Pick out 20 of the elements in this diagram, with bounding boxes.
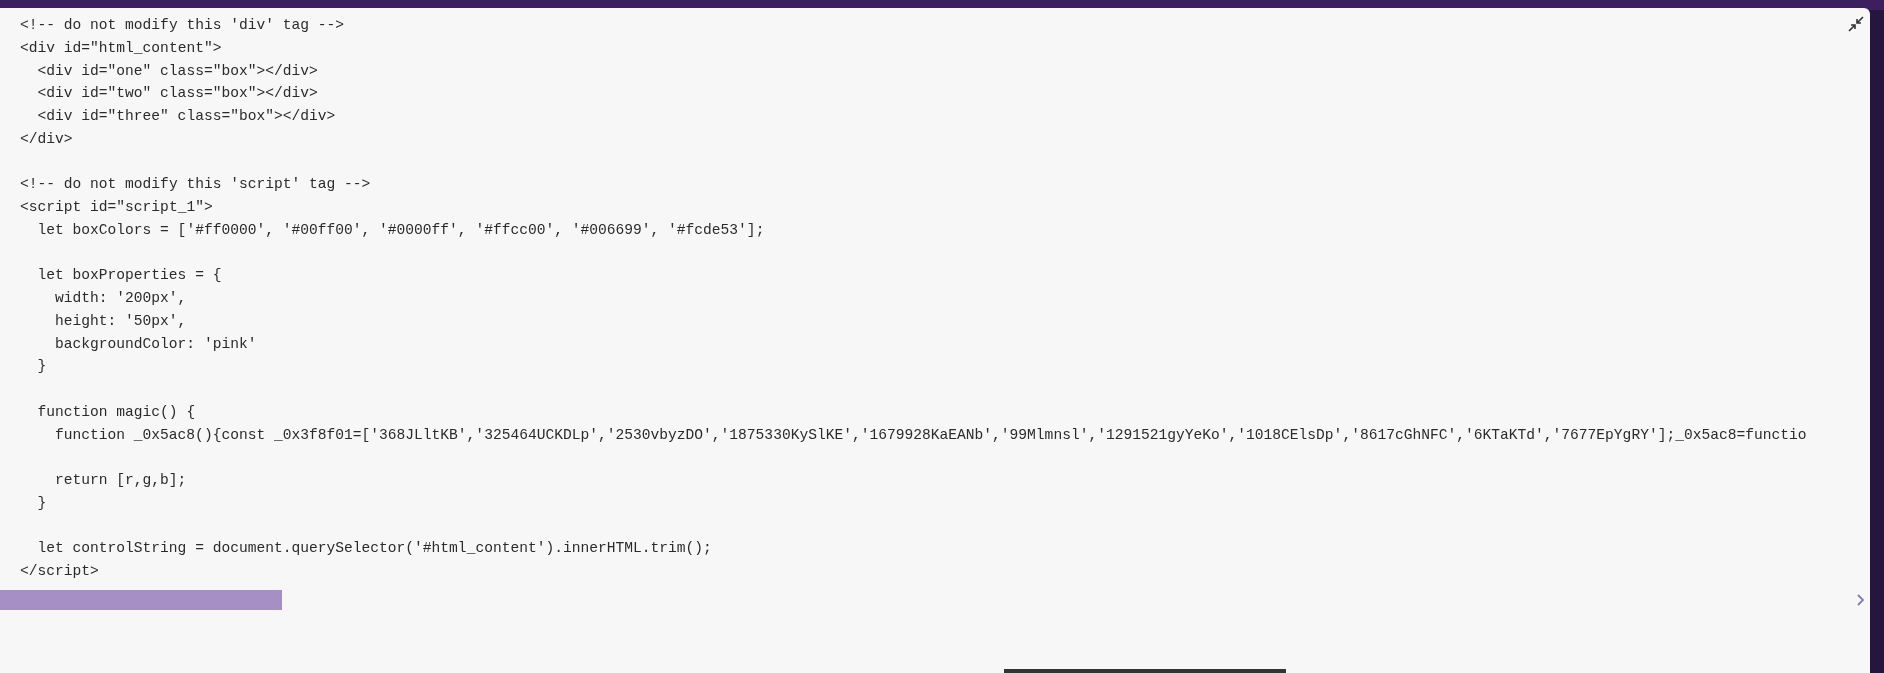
code-line: </script>	[20, 562, 99, 580]
code-line: height: '50px',	[55, 311, 187, 330]
code-line: return [r,g,b];	[55, 471, 187, 489]
code-line: <!-- do not modify this 'script' tag -->	[20, 175, 371, 194]
code-line: let controlString = document.querySelector('#html_content').innerHTML.trim();	[37, 539, 712, 558]
code-line: width: '200px',	[55, 289, 187, 307]
code-line: <!-- do not modify this 'div' tag -->	[20, 16, 345, 34]
code-line: <div id="html_content">	[20, 38, 222, 57]
code-line: function magic() {	[37, 402, 196, 421]
code-line: let boxColors = ['#ff0000', '#00ff00', '#0000ff', '#ffcc00', '#006699', '#fcde53'];	[37, 220, 765, 239]
code-line: }	[37, 493, 47, 512]
code-line: function _0x5ac8(){const _0x3f8f01=['368JLltKB','325464UCKDLp','2530vbyzDO','1875330KySlKE','1679928KaEANb','99Mlmnsl','1291521gyYeKo','1018CElsDp','8617cGhNFC','6KTaKTd','7677EpYgRY'];_0x5ac8=functio	[55, 425, 1807, 444]
code-line: <div id="three" class="box"></div>	[37, 107, 336, 125]
code-line: backgroundColor: 'pink'	[55, 334, 257, 353]
code-line: </div>	[20, 129, 73, 148]
code-line: let boxProperties = {	[37, 266, 222, 285]
code-line: <div id="one" class="box"></div>	[37, 61, 318, 80]
code-line: <script id="script_1">	[20, 198, 213, 216]
code-line: <div id="two" class="box"></div>	[37, 84, 318, 103]
code-line: }	[37, 357, 47, 376]
